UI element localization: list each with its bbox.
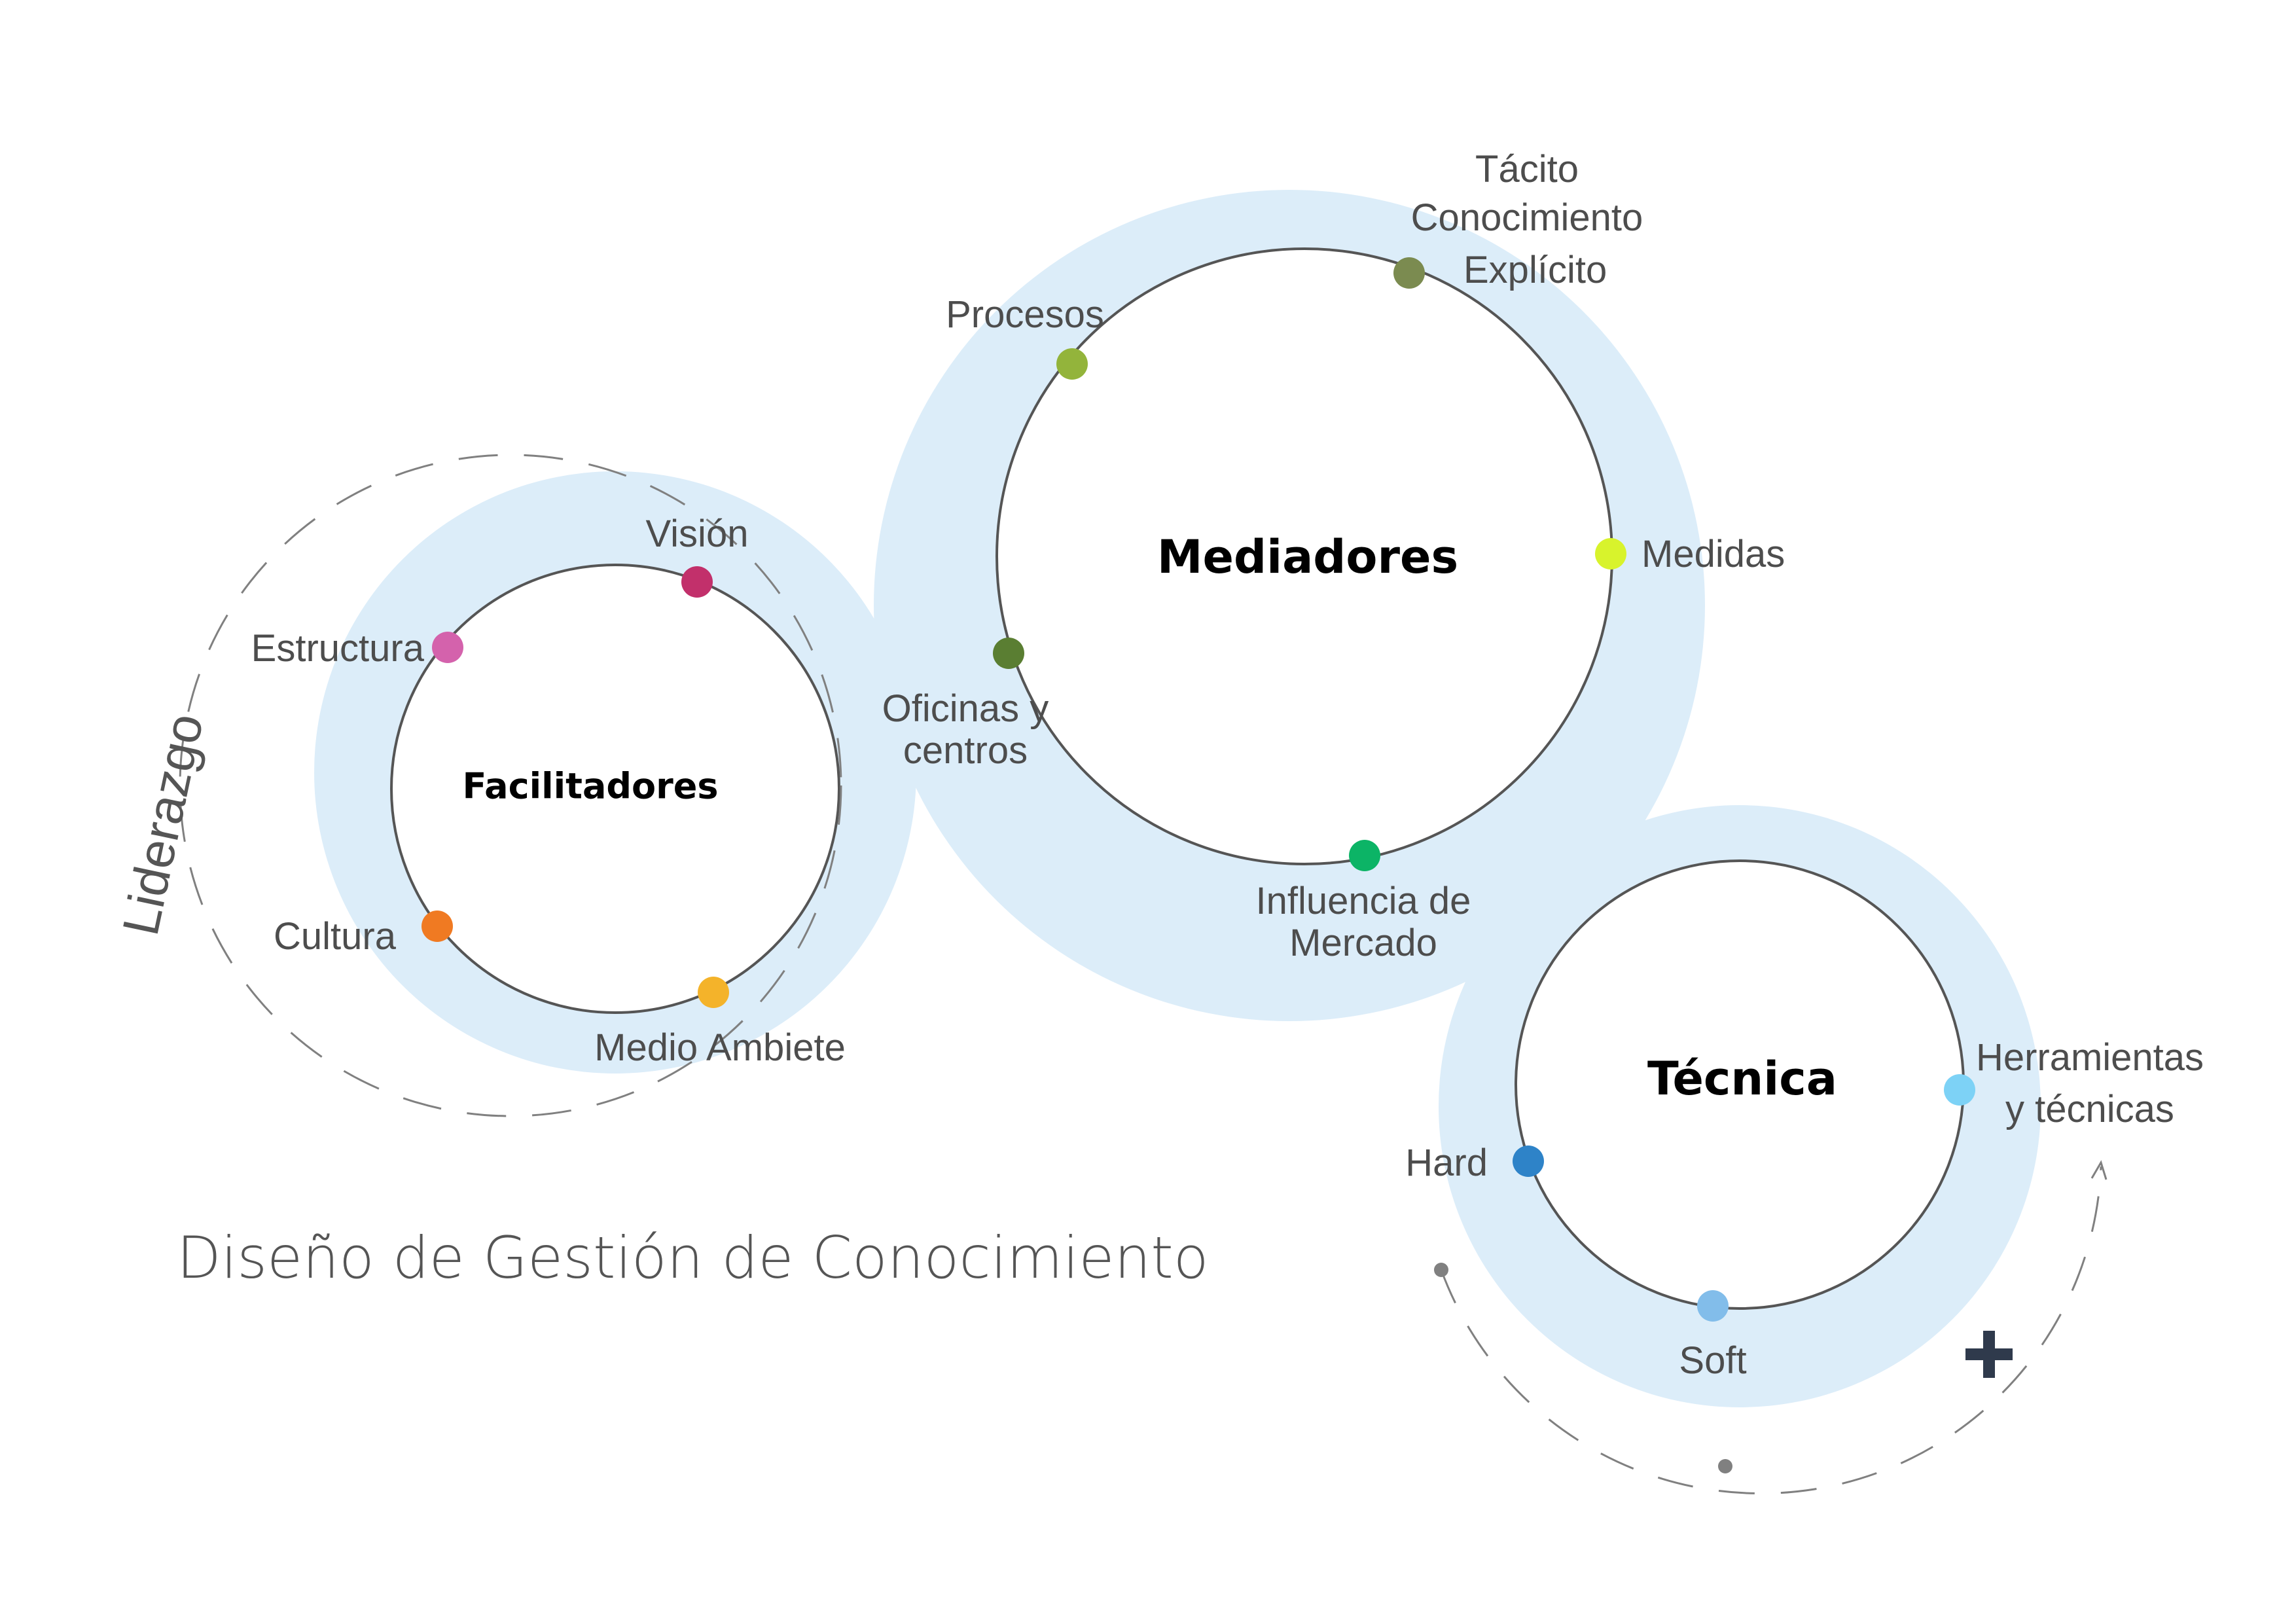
facilitadores-circle	[390, 564, 840, 1014]
node-dots	[422, 257, 1975, 1322]
herramientas-label-line2: y técnicas	[2005, 1088, 2174, 1130]
mediadores-label: Mediadores	[1157, 530, 1458, 584]
medio-ambiente-label: Medio Ambiete	[594, 1026, 846, 1069]
medidas-label: Medidas	[1641, 533, 1785, 575]
oficinas-dot[interactable]	[993, 638, 1024, 669]
liderazgo-label: Liderazgo	[111, 709, 214, 940]
medidas-dot[interactable]	[1595, 538, 1626, 569]
explicito-label: Explícito	[1463, 249, 1607, 291]
vision-label: Visión	[646, 513, 749, 555]
hub-circles	[390, 247, 1965, 1310]
conocimiento-label: Conocimiento	[1411, 196, 1643, 239]
procesos-dot[interactable]	[1056, 348, 1088, 380]
medio-ambiente-dot[interactable]	[698, 977, 729, 1008]
estructura-dot[interactable]	[432, 632, 463, 663]
arc-start-dot	[1434, 1263, 1448, 1277]
arc-mid-dot	[1718, 1459, 1732, 1473]
estructura-label: Estructura	[251, 627, 425, 670]
facilitadores-label: Facilitadores	[462, 766, 718, 807]
tecnica-dashed-arc	[1440, 1166, 2102, 1494]
influencia-dot[interactable]	[1349, 840, 1380, 871]
hard-label: Hard	[1405, 1142, 1488, 1184]
cultura-dot[interactable]	[422, 911, 453, 942]
herramientas-dot[interactable]	[1944, 1074, 1975, 1106]
herramientas-label-line1: Herramientas	[1976, 1036, 2204, 1079]
explicito-dot[interactable]	[1393, 257, 1425, 289]
liderazgo-dashed-arc	[179, 454, 842, 1117]
hard-dot[interactable]	[1513, 1146, 1544, 1177]
diagram-title: Diseño de Gestión de Conocimiento	[177, 1224, 1209, 1291]
tecnica-label: Técnica	[1647, 1052, 1837, 1106]
plus-icon	[1965, 1331, 2013, 1378]
vision-dot[interactable]	[681, 566, 713, 598]
oficinas-label-line2: centros	[903, 729, 1028, 772]
cultura-label: Cultura	[274, 915, 397, 958]
influencia-label-line1: Influencia de	[1256, 880, 1471, 922]
soft-label: Soft	[1679, 1339, 1746, 1382]
soft-dot[interactable]	[1697, 1290, 1729, 1322]
influencia-label-line2: Mercado	[1289, 922, 1437, 964]
procesos-label: Procesos	[946, 293, 1104, 336]
tacito-label: Tácito	[1475, 148, 1579, 190]
arrow-up-icon	[2090, 1160, 2108, 1180]
oficinas-label-line1: Oficinas y	[882, 687, 1049, 730]
